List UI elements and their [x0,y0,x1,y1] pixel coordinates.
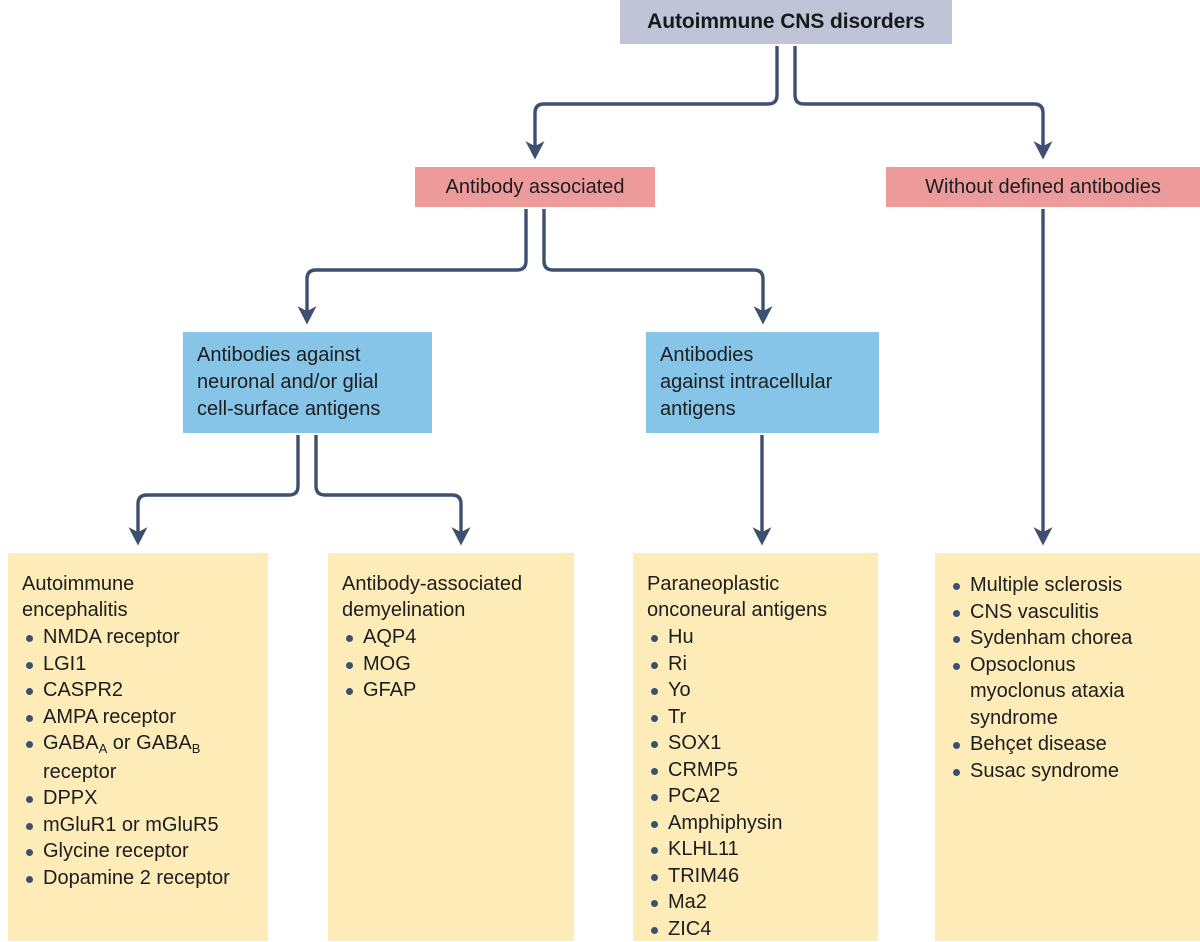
list-item: AQP4 [342,624,560,651]
node-without-defined-antibodies[interactable]: Without defined antibodies [886,167,1200,207]
list-item: LGI1 [22,651,254,678]
list-item: Amphiphysin [647,810,864,837]
connector-root-to-antibody-associated [535,46,777,150]
list-item: Ri [647,651,864,678]
node-intracellular-label: Antibodies against intracellular antigen… [660,342,832,423]
node-antibody-associated[interactable]: Antibody associated [415,167,655,207]
connector-antibody-to-cell-surface [307,209,526,315]
node-antibody-associated-label: Antibody associated [445,176,624,199]
list-item: Sydenham chorea [949,625,1186,652]
node-without-defined-antibodies-label: Without defined antibodies [925,176,1161,199]
list-item: SOX1 [647,730,864,757]
list-item: Multiple sclerosis [949,572,1186,599]
leaf-heading: Autoimmune encephalitis [22,571,254,623]
list-item: MOG [342,651,560,678]
connector-antibody-to-intracellular [544,209,763,315]
list-item: Hu [647,624,864,651]
node-root-label: Autoimmune CNS disorders [647,10,925,34]
list-item: ZIC4 [647,916,864,942]
list-item: AMPA receptor [22,704,254,731]
list-item: KLHL11 [647,836,864,863]
node-autoimmune-cns-disorders[interactable]: Autoimmune CNS disorders [620,0,952,44]
list-item: DPPX [22,785,254,812]
list-item: TRIM46 [647,863,864,890]
list-item: Ma2 [647,889,864,916]
leaf-heading: Paraneoplastic onconeural antigens [647,571,864,623]
node-cell-surface-label: Antibodies against neuronal and/or glial… [197,342,380,423]
list-item: CASPR2 [22,677,254,704]
list-item: CRMP5 [647,757,864,784]
connector-cell-surface-to-demyelination [316,435,461,536]
leaf-heading: Antibody-associated demyelination [342,571,560,623]
list-item: Glycine receptor [22,838,254,865]
list-item: Dopamine 2 receptor [22,865,254,892]
node-antibodies-intracellular-antigens[interactable]: Antibodies against intracellular antigen… [646,332,879,433]
list-item: PCA2 [647,783,864,810]
list-item: Behçet disease [949,731,1186,758]
list-item: CNS vasculitis [949,599,1186,626]
list-item: NMDA receptor [22,624,254,651]
list-item: GFAP [342,677,560,704]
list-item: mGluR1 or mGluR5 [22,812,254,839]
list-item: Susac syndrome [949,758,1186,785]
node-antibodies-cell-surface-antigens[interactable]: Antibodies against neuronal and/or glial… [183,332,432,433]
connector-cell-surface-to-encephalitis [138,435,298,536]
connector-root-to-without-defined [795,46,1043,150]
list-item: Yo [647,677,864,704]
list-item: Tr [647,704,864,731]
